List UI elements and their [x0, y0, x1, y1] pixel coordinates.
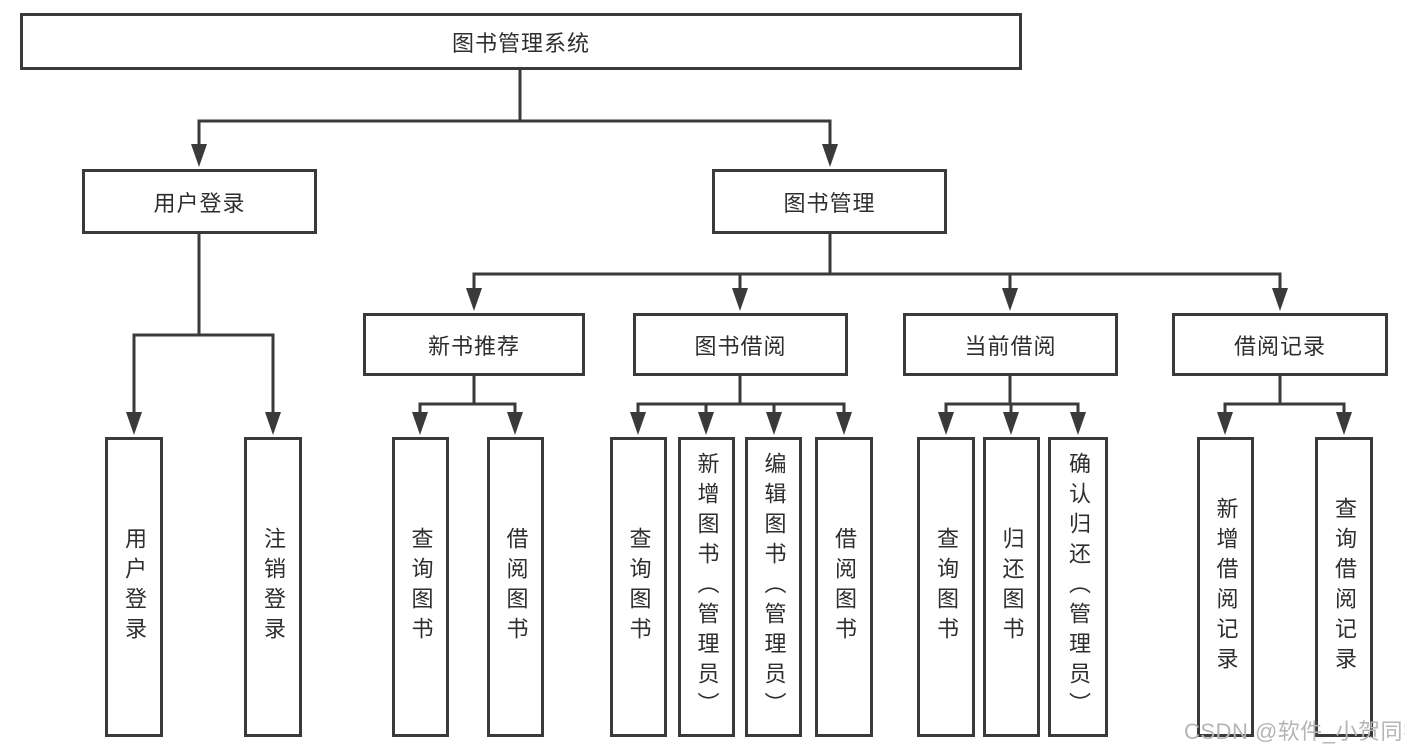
node-new-book-recommend-label: 新书推荐	[427, 333, 520, 359]
arrowhead	[1336, 412, 1352, 435]
arrowhead	[732, 288, 748, 311]
arrowhead	[1217, 412, 1233, 435]
leaf-borrow-books-recommend: 借阅图书	[487, 437, 544, 737]
node-current-borrow: 当前借阅	[903, 313, 1118, 376]
node-borrow-records: 借阅记录	[1172, 313, 1388, 376]
leaf-add-borrow-record: 新增借阅记录	[1197, 437, 1254, 737]
node-new-book-recommend: 新书推荐	[363, 313, 585, 376]
leaf-logout-label: 注销登录	[261, 527, 286, 647]
node-borrow-records-label: 借阅记录	[1233, 333, 1326, 359]
node-root: 图书管理系统	[20, 13, 1022, 70]
node-user-login: 用户登录	[82, 169, 317, 234]
leaf-query-books-borrow-label: 查询图书	[626, 527, 652, 647]
node-book-management: 图书管理	[712, 169, 947, 234]
leaf-add-borrow-record-label: 新增借阅记录	[1213, 497, 1239, 677]
leaf-edit-book-admin-label: 编辑图书（管理员）	[761, 452, 787, 722]
arrowhead	[412, 412, 428, 435]
leaf-return-book-label: 归还图书	[999, 527, 1025, 647]
leaf-user-login-label: 用户登录	[122, 527, 147, 647]
arrowhead	[766, 412, 782, 435]
leaf-query-borrow-record: 查询借阅记录	[1315, 437, 1373, 737]
leaf-add-book-admin: 新增图书（管理员）	[678, 437, 735, 737]
leaf-borrow-books: 借阅图书	[815, 437, 873, 737]
arrowhead	[507, 412, 523, 435]
arrowhead	[126, 412, 142, 435]
node-book-borrow: 图书借阅	[633, 313, 848, 376]
arrowhead	[1003, 412, 1019, 435]
node-root-label: 图书管理系统	[451, 30, 590, 56]
leaf-logout: 注销登录	[244, 437, 302, 737]
leaf-borrow-books-label: 借阅图书	[832, 527, 857, 647]
node-book-borrow-label: 图书借阅	[694, 333, 787, 359]
leaf-query-books-borrow: 查询图书	[610, 437, 667, 737]
arrowhead	[836, 412, 852, 435]
arrowhead	[1002, 288, 1018, 311]
leaf-query-books-recommend-label: 查询图书	[408, 527, 434, 647]
node-user-login-label: 用户登录	[153, 190, 246, 216]
arrowhead	[630, 412, 646, 435]
leaf-edit-book-admin: 编辑图书（管理员）	[745, 437, 802, 737]
arrowhead	[191, 144, 207, 167]
node-current-borrow-label: 当前借阅	[964, 333, 1057, 359]
arrowhead	[466, 288, 482, 311]
watermark: CSDN @软件_小贺同学	[1184, 719, 1405, 744]
leaf-confirm-return-admin-label: 确认归还（管理员）	[1066, 452, 1091, 722]
leaf-query-books-current: 查询图书	[917, 437, 975, 737]
leaf-add-book-admin-label: 新增图书（管理员）	[694, 452, 720, 722]
leaf-query-books-recommend: 查询图书	[392, 437, 449, 737]
leaf-confirm-return-admin: 确认归还（管理员）	[1048, 437, 1108, 737]
leaf-return-book: 归还图书	[983, 437, 1040, 737]
leaf-borrow-books-recommend-label: 借阅图书	[503, 527, 529, 647]
node-book-management-label: 图书管理	[783, 190, 876, 216]
arrowhead	[938, 412, 954, 435]
leaf-query-borrow-record-label: 查询借阅记录	[1332, 497, 1357, 677]
arrowhead	[1070, 412, 1086, 435]
arrowhead	[1272, 288, 1288, 311]
arrowhead	[822, 144, 838, 167]
arrowhead	[698, 412, 714, 435]
leaf-user-login: 用户登录	[105, 437, 163, 737]
leaf-query-books-current-label: 查询图书	[934, 527, 959, 647]
arrowhead	[265, 412, 281, 435]
